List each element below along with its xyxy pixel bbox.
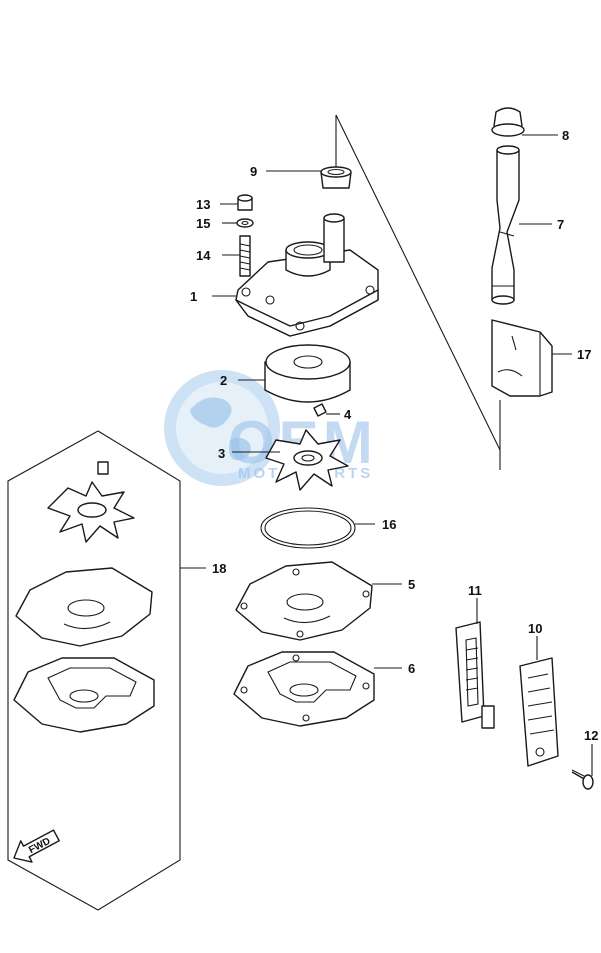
fwd-label: FWD	[27, 836, 52, 856]
part-17-bracket	[491, 319, 553, 397]
part-4-key	[313, 403, 327, 417]
leader-lines	[180, 134, 593, 776]
callout-11: 11	[468, 583, 482, 598]
part-2-liner	[264, 344, 351, 403]
part-13-nut	[237, 194, 253, 211]
callout-13: 13	[196, 197, 210, 212]
part-11-strainer	[455, 621, 495, 729]
callout-3: 3	[218, 446, 225, 461]
part-8-grommet	[491, 107, 525, 137]
callout-15: 15	[196, 216, 210, 231]
part-18-repair-kit	[7, 430, 181, 911]
callout-6: 6	[408, 661, 415, 676]
part-3-impeller	[265, 429, 349, 491]
callout-17: 17	[577, 347, 591, 362]
part-9-seal	[320, 166, 352, 189]
part-14-stud	[239, 235, 251, 277]
part-10-screen-cover	[519, 657, 559, 767]
part-16-o-ring	[260, 507, 356, 549]
callout-10: 10	[528, 621, 542, 636]
assembly-diagonal-line	[335, 114, 501, 451]
part-1-pump-housing	[235, 213, 379, 337]
callout-labels: 1 2 3 4 5 6 7 8 9 10 11 12 13 14 15 16 1…	[190, 128, 598, 743]
callout-12: 12	[584, 728, 598, 743]
part-5-gasket	[235, 561, 373, 641]
callout-2: 2	[220, 373, 227, 388]
part-12-screw	[571, 769, 594, 790]
callout-9: 9	[250, 164, 257, 179]
part-6-plate	[233, 651, 375, 727]
callout-16: 16	[382, 517, 396, 532]
part-15-washer	[236, 218, 254, 228]
callout-7: 7	[557, 217, 564, 232]
callout-4: 4	[344, 407, 352, 422]
fwd-arrow-icon: FWD	[13, 829, 60, 863]
callout-14: 14	[196, 248, 211, 263]
callout-18: 18	[212, 561, 226, 576]
callout-5: 5	[408, 577, 415, 592]
watermark-globe-icon	[164, 370, 280, 486]
callout-8: 8	[562, 128, 569, 143]
callout-1: 1	[190, 289, 197, 304]
part-7-hose	[491, 145, 520, 305]
